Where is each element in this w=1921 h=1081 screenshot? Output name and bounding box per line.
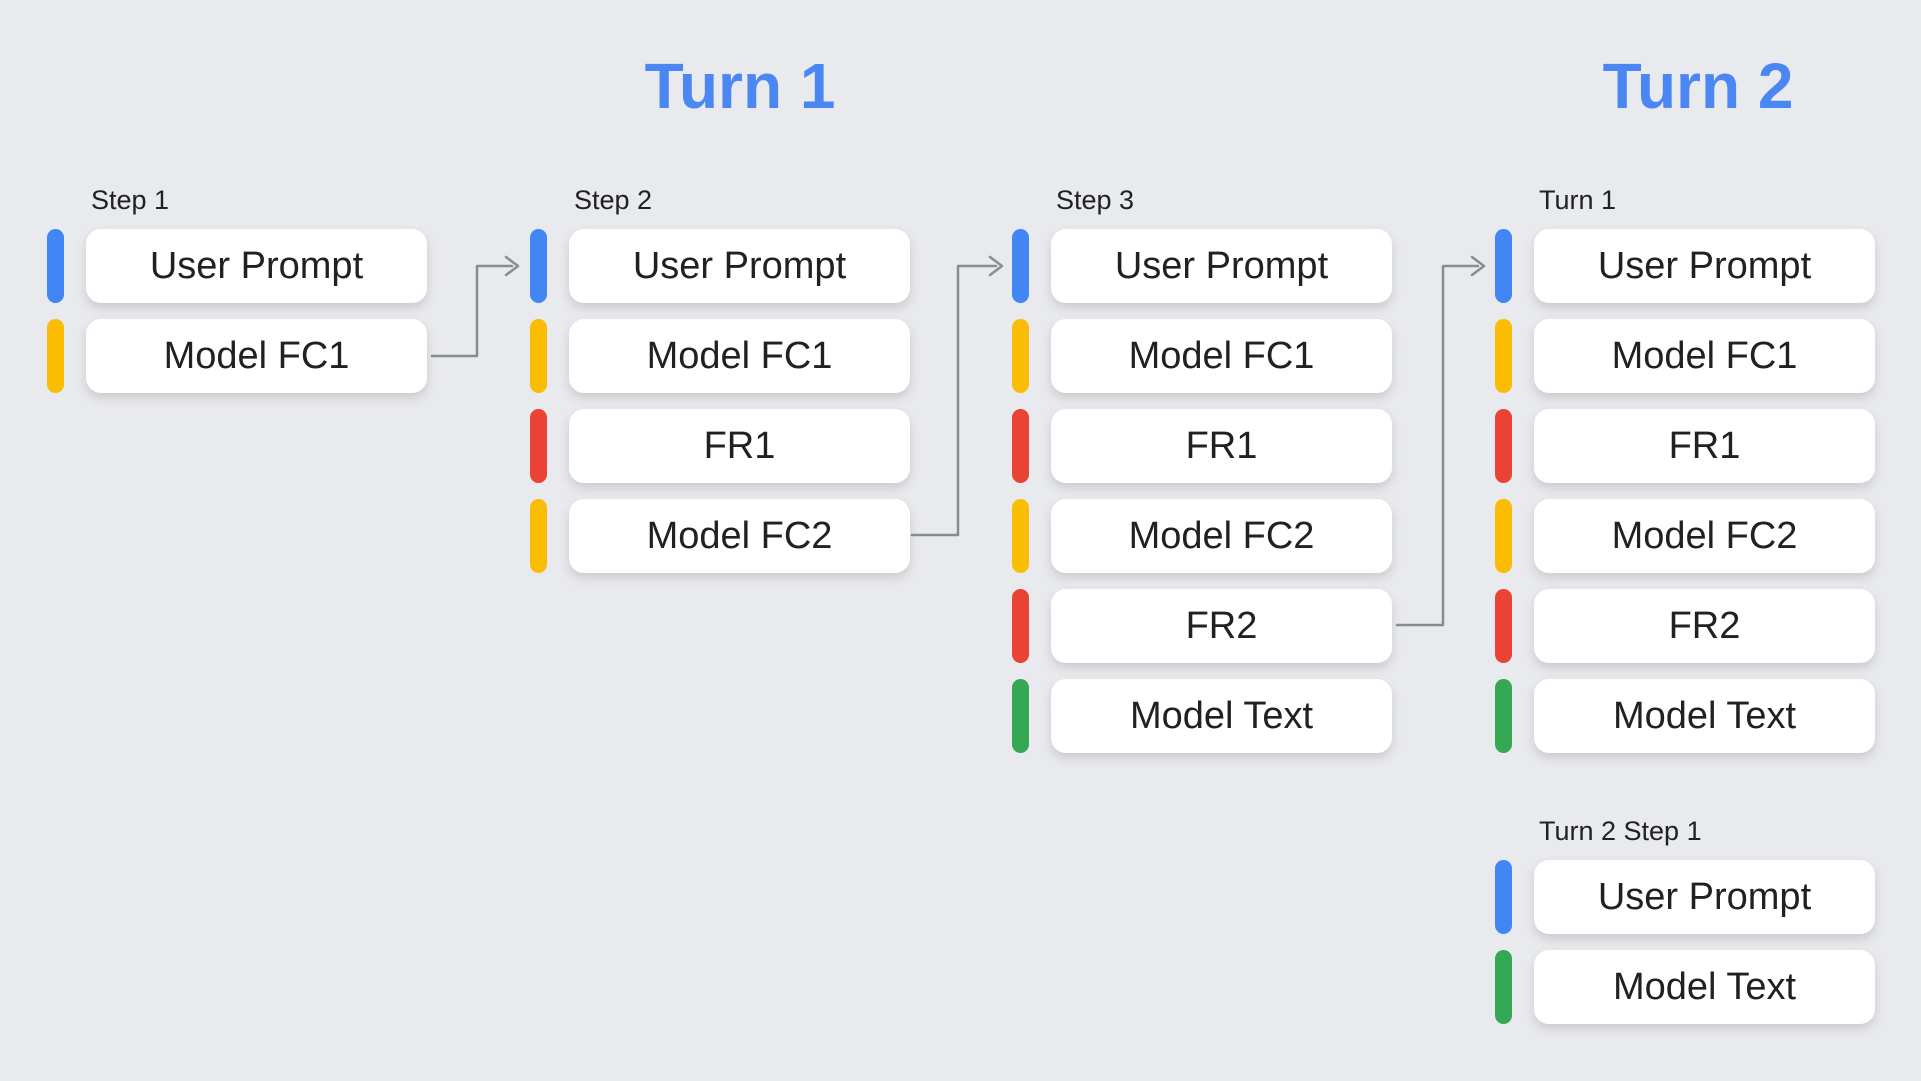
yellow-indicator-bar: [1495, 499, 1512, 573]
blue-indicator-bar: [1012, 229, 1029, 303]
red-indicator-bar: [1495, 409, 1512, 483]
turn-2-heading: Turn 2: [1602, 50, 1794, 122]
column-label: Turn 1: [1539, 185, 1617, 215]
column-label: Step 1: [91, 185, 170, 215]
card-model-fc2: Model FC2: [1051, 499, 1392, 573]
yellow-indicator-bar: [530, 499, 547, 573]
card-fr1: FR1: [1534, 409, 1875, 483]
item-row-model-fc2: Model FC2: [1012, 499, 1392, 573]
item-row-user-prompt: User Prompt: [47, 229, 427, 303]
turn-1-heading: Turn 1: [644, 50, 836, 122]
item-row-model-fc2: Model FC2: [1495, 499, 1875, 573]
card-fr2: FR2: [1534, 589, 1875, 663]
item-row-model-text: Model Text: [1495, 950, 1875, 1024]
item-row-fr2: FR2: [1012, 589, 1392, 663]
red-indicator-bar: [1012, 589, 1029, 663]
card-user-prompt: User Prompt: [1051, 229, 1392, 303]
blue-indicator-bar: [1495, 229, 1512, 303]
item-row-model-text: Model Text: [1012, 679, 1392, 753]
card-fr2: FR2: [1051, 589, 1392, 663]
arrow-step3-to-turn2-icon: [1395, 255, 1486, 627]
item-row-fr2: FR2: [1495, 589, 1875, 663]
card-user-prompt: User Prompt: [569, 229, 910, 303]
red-indicator-bar: [1495, 589, 1512, 663]
item-row-model-fc1: Model FC1: [1012, 319, 1392, 393]
card-fr1: FR1: [1051, 409, 1392, 483]
yellow-indicator-bar: [530, 319, 547, 393]
yellow-indicator-bar: [1012, 319, 1029, 393]
item-row-user-prompt: User Prompt: [1012, 229, 1392, 303]
column-label: Turn 2 Step 1: [1539, 816, 1702, 846]
card-model-fc1: Model FC1: [569, 319, 910, 393]
green-indicator-bar: [1012, 679, 1029, 753]
green-indicator-bar: [1495, 679, 1512, 753]
card-model-fc1: Model FC1: [86, 319, 427, 393]
red-indicator-bar: [1012, 409, 1029, 483]
column-label: Step 3: [1056, 185, 1135, 215]
card-model-text: Model Text: [1534, 679, 1875, 753]
blue-indicator-bar: [1495, 860, 1512, 934]
column-label: Step 2: [574, 185, 653, 215]
card-model-fc2: Model FC2: [1534, 499, 1875, 573]
yellow-indicator-bar: [47, 319, 64, 393]
card-model-fc1: Model FC1: [1534, 319, 1875, 393]
card-user-prompt: User Prompt: [86, 229, 427, 303]
card-model-text: Model Text: [1051, 679, 1392, 753]
red-indicator-bar: [530, 409, 547, 483]
arrow-step1-to-step2-icon: [430, 255, 520, 358]
yellow-indicator-bar: [1495, 319, 1512, 393]
item-row-model-text: Model Text: [1495, 679, 1875, 753]
card-fr1: FR1: [569, 409, 910, 483]
item-row-fr1: FR1: [530, 409, 910, 483]
card-model-fc1: Model FC1: [1051, 319, 1392, 393]
blue-indicator-bar: [530, 229, 547, 303]
item-row-fr1: FR1: [1012, 409, 1392, 483]
card-model-fc2: Model FC2: [569, 499, 910, 573]
card-user-prompt: User Prompt: [1534, 860, 1875, 934]
item-row-model-fc1: Model FC1: [530, 319, 910, 393]
card-user-prompt: User Prompt: [1534, 229, 1875, 303]
item-row-model-fc1: Model FC1: [1495, 319, 1875, 393]
green-indicator-bar: [1495, 950, 1512, 1024]
item-row-model-fc1: Model FC1: [47, 319, 427, 393]
arrow-step2-to-step3-icon: [910, 255, 1004, 537]
blue-indicator-bar: [47, 229, 64, 303]
card-model-text: Model Text: [1534, 950, 1875, 1024]
item-row-user-prompt: User Prompt: [1495, 860, 1875, 934]
item-row-model-fc2: Model FC2: [530, 499, 910, 573]
item-row-fr1: FR1: [1495, 409, 1875, 483]
item-row-user-prompt: User Prompt: [1495, 229, 1875, 303]
yellow-indicator-bar: [1012, 499, 1029, 573]
item-row-user-prompt: User Prompt: [530, 229, 910, 303]
